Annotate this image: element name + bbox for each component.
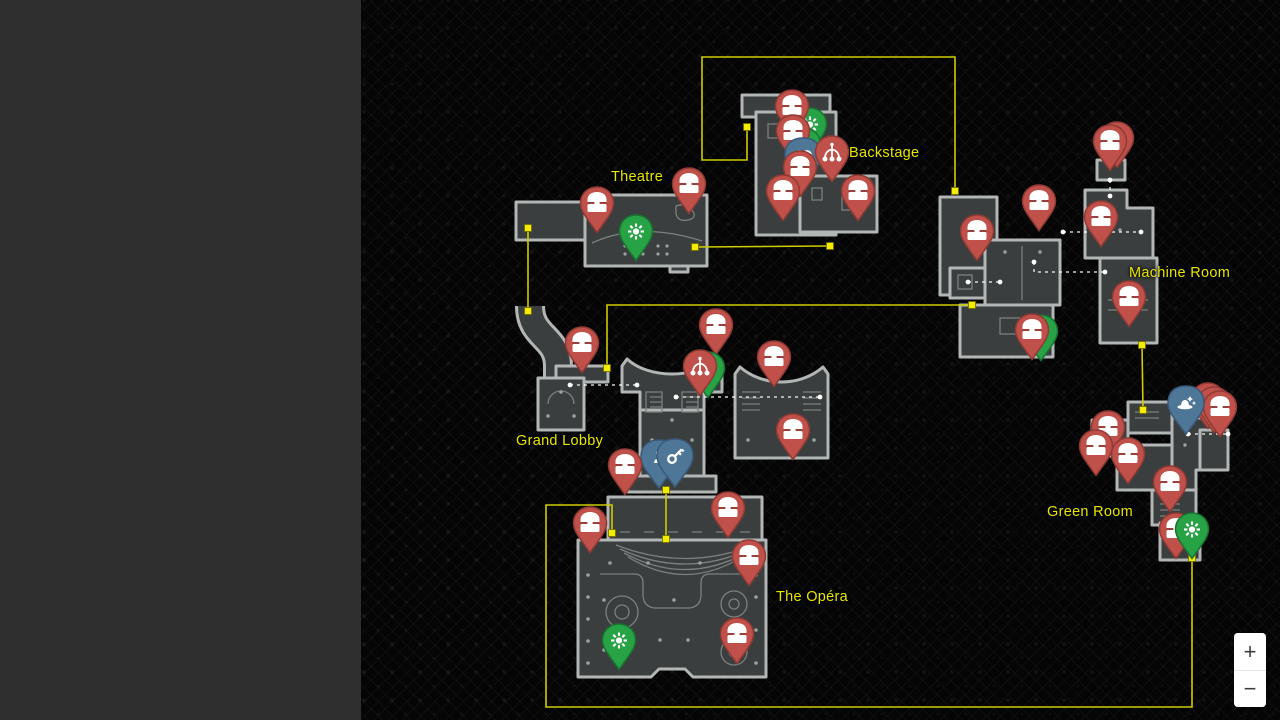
map-pin-chandelier[interactable] xyxy=(681,348,719,398)
key-icon xyxy=(667,448,685,464)
room-label-machine-room: Machine Room xyxy=(1129,265,1231,281)
zoom-control: + − xyxy=(1234,633,1266,707)
map-pin-chest[interactable] xyxy=(1109,436,1147,486)
room-label-theatre: Theatre xyxy=(611,169,664,185)
chest-icon xyxy=(773,179,793,200)
map-pin-chest[interactable] xyxy=(1013,312,1051,362)
chest-icon xyxy=(727,622,747,643)
room-label-the-op-ra: The Opéra xyxy=(776,589,849,605)
map-pin-chest[interactable] xyxy=(578,185,616,235)
map-pin-starburst[interactable] xyxy=(1173,511,1211,561)
map-pin-chest[interactable] xyxy=(730,538,768,588)
sidebar-panel xyxy=(0,0,361,720)
chest-icon xyxy=(790,155,810,176)
map-pin-chest[interactable] xyxy=(1091,120,1135,173)
zoom-in-button[interactable]: + xyxy=(1234,633,1266,670)
map-pin-chandelier[interactable] xyxy=(813,134,851,184)
chest-icon xyxy=(1022,318,1042,339)
starburst-icon xyxy=(1184,521,1200,537)
room-label-green-room: Green Room xyxy=(1047,504,1134,520)
map-pin-chest[interactable] xyxy=(773,88,811,138)
chandelier-icon xyxy=(690,356,710,375)
map-pin-chest[interactable] xyxy=(774,412,812,462)
chest-icon xyxy=(1029,189,1049,210)
map-pin-starburst[interactable] xyxy=(617,213,655,263)
zoom-out-button[interactable]: − xyxy=(1234,670,1266,707)
chest-icon xyxy=(1160,470,1180,491)
chest-icon xyxy=(739,544,759,565)
map-pin-starburst[interactable] xyxy=(600,622,638,672)
chest-icon xyxy=(783,418,803,439)
starburst-icon xyxy=(611,632,627,648)
map-pin-chest[interactable] xyxy=(1082,199,1120,249)
chest-icon xyxy=(782,94,802,115)
chest-icon xyxy=(1210,395,1230,416)
chest-icon xyxy=(615,453,635,474)
map-pin-chest[interactable] xyxy=(839,173,877,223)
map-pin-chest[interactable] xyxy=(709,490,747,540)
map-pin-chest[interactable] xyxy=(1151,464,1189,514)
map-pin-chest[interactable] xyxy=(958,213,996,263)
chest-icon xyxy=(572,331,592,352)
chest-icon xyxy=(764,345,784,366)
room-label-backstage: Backstage xyxy=(849,145,920,161)
starburst-icon xyxy=(628,223,644,239)
chest-icon xyxy=(1119,285,1139,306)
map-pin-chest[interactable] xyxy=(718,616,756,666)
chest-icon xyxy=(1086,434,1106,455)
map-pin-chest[interactable] xyxy=(697,307,735,357)
chandelier-icon xyxy=(822,142,842,161)
map-pin-chest[interactable] xyxy=(1020,183,1058,233)
map-pin-chest[interactable] xyxy=(755,339,793,389)
chest-icon xyxy=(1091,205,1111,226)
map-pin-chest[interactable] xyxy=(1190,381,1239,439)
hat-icon xyxy=(1177,396,1197,410)
chest-icon xyxy=(1118,442,1138,463)
map-pin-chest[interactable] xyxy=(563,325,601,375)
map-pin-chest[interactable] xyxy=(781,149,819,199)
chest-icon xyxy=(848,179,868,200)
map-pin-chest[interactable] xyxy=(571,505,609,555)
map-pin-chest[interactable] xyxy=(1077,428,1115,478)
map-pin-chest[interactable] xyxy=(764,173,802,223)
chest-icon xyxy=(706,313,726,334)
map-pin-hat[interactable] xyxy=(1164,384,1208,438)
chest-icon xyxy=(580,511,600,532)
chest-icon xyxy=(1100,129,1120,150)
map-pin-chest[interactable] xyxy=(1110,279,1148,329)
map-pin-chest[interactable] xyxy=(606,447,644,497)
chest-icon xyxy=(587,191,607,212)
chest-icon xyxy=(679,172,699,193)
map-pin-key[interactable] xyxy=(653,437,697,491)
chest-icon xyxy=(967,219,987,240)
map-pin-chest[interactable] xyxy=(670,166,708,216)
chest-icon xyxy=(783,119,803,140)
room-label-grand-lobby: Grand Lobby xyxy=(516,433,604,449)
chest-icon xyxy=(718,496,738,517)
